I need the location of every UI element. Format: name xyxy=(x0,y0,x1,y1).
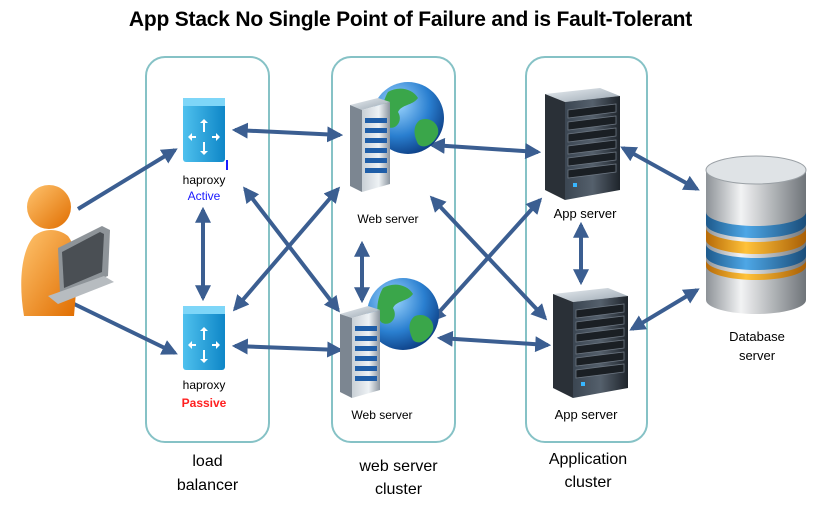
app-server-tower-icon xyxy=(553,288,628,398)
database-label-line2: server xyxy=(738,348,776,363)
haproxy-passive-name: haproxy xyxy=(182,378,226,392)
arrow-app1-db xyxy=(620,146,700,191)
web-server-globe-icon xyxy=(340,278,439,398)
arrow-user-to-lb-passive xyxy=(69,300,178,355)
arrow-web2-app2 xyxy=(436,330,552,353)
database-cylinder-icon xyxy=(705,155,807,314)
arrow-app2-db xyxy=(629,288,700,331)
arrow-web2-app1 xyxy=(429,197,543,323)
haproxy-passive-icon xyxy=(183,306,225,370)
database-label-line1: Database xyxy=(729,329,785,344)
arrow-lb-passive-web2 xyxy=(231,338,344,358)
web-server-1-label: Web server xyxy=(357,212,419,226)
connections xyxy=(69,122,700,358)
arrow-lb-active-web1 xyxy=(231,122,344,143)
app-server-tower-icon xyxy=(545,88,620,200)
web-server-globe-icon xyxy=(350,82,444,192)
web-server-2-label: Web server xyxy=(351,408,413,422)
app-cluster-caption-line2: cluster xyxy=(564,474,612,491)
web-cluster-caption-line1: web server xyxy=(359,458,438,475)
app-server-1-label: App server xyxy=(553,206,617,221)
load-balancer-caption-line2: balancer xyxy=(176,477,239,494)
load-balancer-caption-line1: load xyxy=(192,453,223,470)
app-server-2-label: App server xyxy=(554,407,618,422)
app-cluster-caption-line1: Application xyxy=(548,451,628,468)
user-laptop-icon xyxy=(21,185,114,316)
haproxy-active-state: Active xyxy=(187,189,221,203)
arrow-lb-passive-web1 xyxy=(232,186,341,312)
haproxy-active-icon xyxy=(183,98,228,170)
diagram-title: App Stack No Single Point of Failure and… xyxy=(128,8,693,31)
haproxy-active-name: haproxy xyxy=(182,173,226,187)
arrow-user-to-lb-active xyxy=(76,148,178,211)
arrow-web1-app1 xyxy=(428,137,542,160)
web-cluster-caption-line2: cluster xyxy=(374,481,423,498)
haproxy-passive-state: Passive xyxy=(181,396,227,410)
